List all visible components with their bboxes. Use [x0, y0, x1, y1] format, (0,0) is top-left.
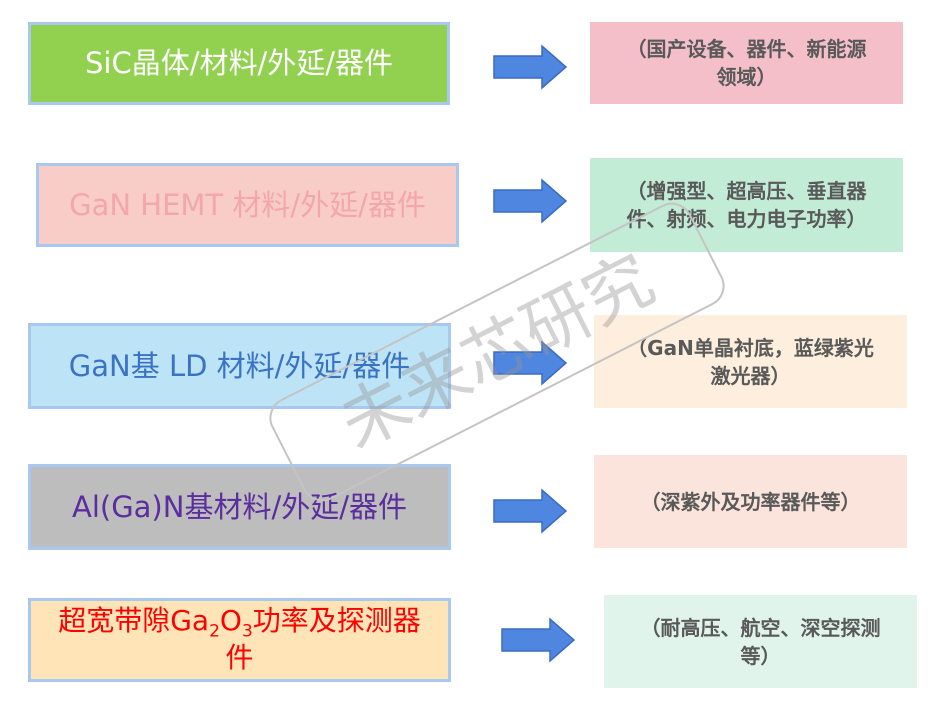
- algan-application-line-1: （深紫外及功率器件等）: [640, 489, 861, 514]
- gan-ld-application-box: （GaN单晶衬底，蓝绿紫光 激光器）: [594, 315, 907, 408]
- gan-ld-box: GaN基 LD 材料/外延/器件: [28, 323, 451, 409]
- gan-ld-application-line-2: 激光器）: [710, 363, 791, 388]
- ga2o3-application-line-1: （耐高压、航空、深空探测: [640, 615, 881, 640]
- arrow-right-icon: [493, 44, 568, 90]
- sic-box: SiC晶体/材料/外延/器件: [28, 22, 450, 105]
- ga2o3-application-box: （耐高压、航空、深空探测 等）: [604, 595, 917, 688]
- arrow-right-icon: [493, 488, 568, 534]
- gan-ld-application-line-1: （GaN单晶衬底，蓝绿紫光: [627, 335, 874, 360]
- sic-application-box: （国产设备、器件、新能源 领域）: [590, 22, 903, 104]
- arrow-right-icon: [493, 340, 568, 386]
- algan-box: Al(Ga)N基材料/外延/器件: [28, 464, 451, 550]
- ga2o3-label-line-2: 件: [225, 641, 254, 675]
- ga2o3-label-line-1: 超宽带隙Ga2O3功率及探测器: [58, 604, 421, 642]
- gan-hemt-application-line-2: 件、射频、电力电子功率）: [626, 207, 867, 231]
- sic-application-line-2: 领域）: [716, 65, 777, 89]
- gan-ld-label: GaN基 LD 材料/外延/器件: [68, 348, 411, 383]
- algan-application-box: （深紫外及功率器件等）: [594, 455, 907, 548]
- ga2o3-box: 超宽带隙Ga2O3功率及探测器 件: [28, 598, 451, 682]
- sic-label: SiC晶体/材料/外延/器件: [84, 46, 394, 81]
- ga2o3-application-line-2: 等）: [740, 643, 781, 668]
- arrow-right-icon: [501, 617, 576, 663]
- algan-label: Al(Ga)N基材料/外延/器件: [71, 489, 407, 524]
- gan-hemt-box: GaN HEMT 材料/外延/器件: [36, 163, 459, 247]
- arrow-right-icon: [493, 178, 568, 224]
- gan-hemt-label: GaN HEMT 材料/外延/器件: [69, 187, 426, 222]
- gan-hemt-application-line-1: （增强型、超高压、垂直器: [626, 179, 867, 203]
- gan-hemt-application-box: （增强型、超高压、垂直器 件、射频、电力电子功率）: [590, 158, 903, 252]
- sic-application-line-1: （国产设备、器件、新能源: [626, 37, 867, 61]
